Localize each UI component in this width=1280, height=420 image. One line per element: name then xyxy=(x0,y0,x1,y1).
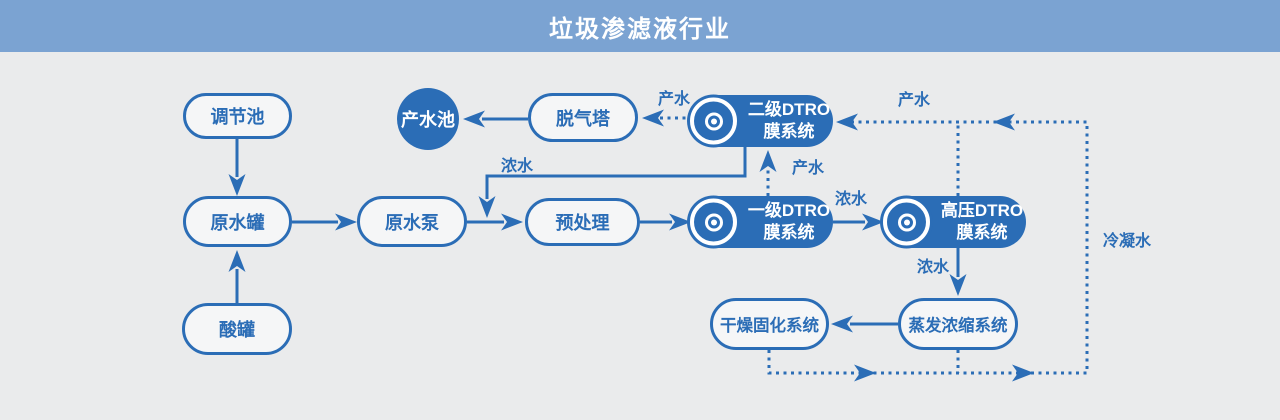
arrowhead-up-yuanshuiguan xyxy=(228,250,246,272)
arrowhead-down-yuanshuiguan xyxy=(228,174,246,196)
node-label-line2: 膜系统 xyxy=(763,223,815,242)
node-product-water-pool: 产水池 xyxy=(397,88,459,150)
arrowhead-left-erji-condensate xyxy=(836,113,858,131)
node-raw-water-tank: 原水罐 xyxy=(183,196,292,247)
node-label-line1: 一级DTRO xyxy=(747,200,831,220)
arrowhead-right-gaoya-dtro xyxy=(862,213,884,231)
node-label-line1: 高压DTRO xyxy=(940,200,1024,220)
arrowhead-up-erji-dtro xyxy=(759,150,777,172)
node-raw-water-pump: 原水泵 xyxy=(357,196,467,247)
label-concentrate-stage2-return: 浓水 xyxy=(500,158,534,175)
dtro-membrane-icon xyxy=(883,198,930,246)
arrowhead-right-yuchuli xyxy=(501,213,523,231)
label-product-water-to-degassing: 产水 xyxy=(657,91,691,108)
node-stage2-dtro-membrane-system: 二级DTRO 膜系统 xyxy=(690,95,833,147)
header-bar: 垃圾渗滤液行业 xyxy=(0,0,1280,52)
arrowhead-left-top1 xyxy=(993,113,1015,131)
arrowhead-left-tuoqita xyxy=(642,109,664,127)
arrowhead-right-bottom2 xyxy=(1012,364,1034,382)
node-degassing-tower: 脱气塔 xyxy=(528,93,638,142)
node-regulation-pool: 调节池 xyxy=(183,93,292,139)
node-drying-solidification-system: 干燥固化系统 xyxy=(710,298,829,350)
arrowhead-left-chanshuichi xyxy=(463,110,485,128)
arrowhead-right-bottom1 xyxy=(854,364,876,382)
dtro-membrane-icon xyxy=(690,198,737,246)
arrowhead-down-junction xyxy=(478,196,496,218)
arrowheads xyxy=(228,109,1034,382)
node-evaporation-concentration-system: 蒸发浓缩系统 xyxy=(898,298,1018,350)
arrowhead-right-yiji-dtro xyxy=(669,213,691,231)
label-concentrate-stage1-to-highpressure: 浓水 xyxy=(834,191,868,208)
label-condensate-water: 冷凝水 xyxy=(1102,233,1152,250)
line-erji-nongshui-return xyxy=(485,145,747,199)
node-pretreatment: 预处理 xyxy=(525,198,640,246)
arrowhead-down-zhengfa xyxy=(949,274,967,296)
node-high-pressure-dtro-membrane-system: 高压DTRO 膜系统 xyxy=(883,196,1026,248)
node-label-line1: 二级DTRO xyxy=(747,99,831,119)
dtro-membrane-icon xyxy=(690,97,737,145)
page-title: 垃圾渗滤液行业 xyxy=(549,15,731,43)
arrowhead-right-yuanshuibeng xyxy=(335,213,357,231)
node-label-line2: 膜系统 xyxy=(763,122,815,141)
node-acid-tank: 酸罐 xyxy=(182,303,292,355)
node-stage1-dtro-membrane-system: 一级DTRO 膜系统 xyxy=(690,196,833,248)
solid-connectors xyxy=(235,117,960,326)
label-product-water-condensate-return: 产水 xyxy=(897,92,931,109)
label-product-water-stage1-to-stage2: 产水 xyxy=(791,160,825,177)
label-concentrate-to-evaporation: 浓水 xyxy=(916,259,950,276)
arrowhead-left-ganzao xyxy=(831,315,853,333)
node-label-line2: 膜系统 xyxy=(956,223,1008,242)
